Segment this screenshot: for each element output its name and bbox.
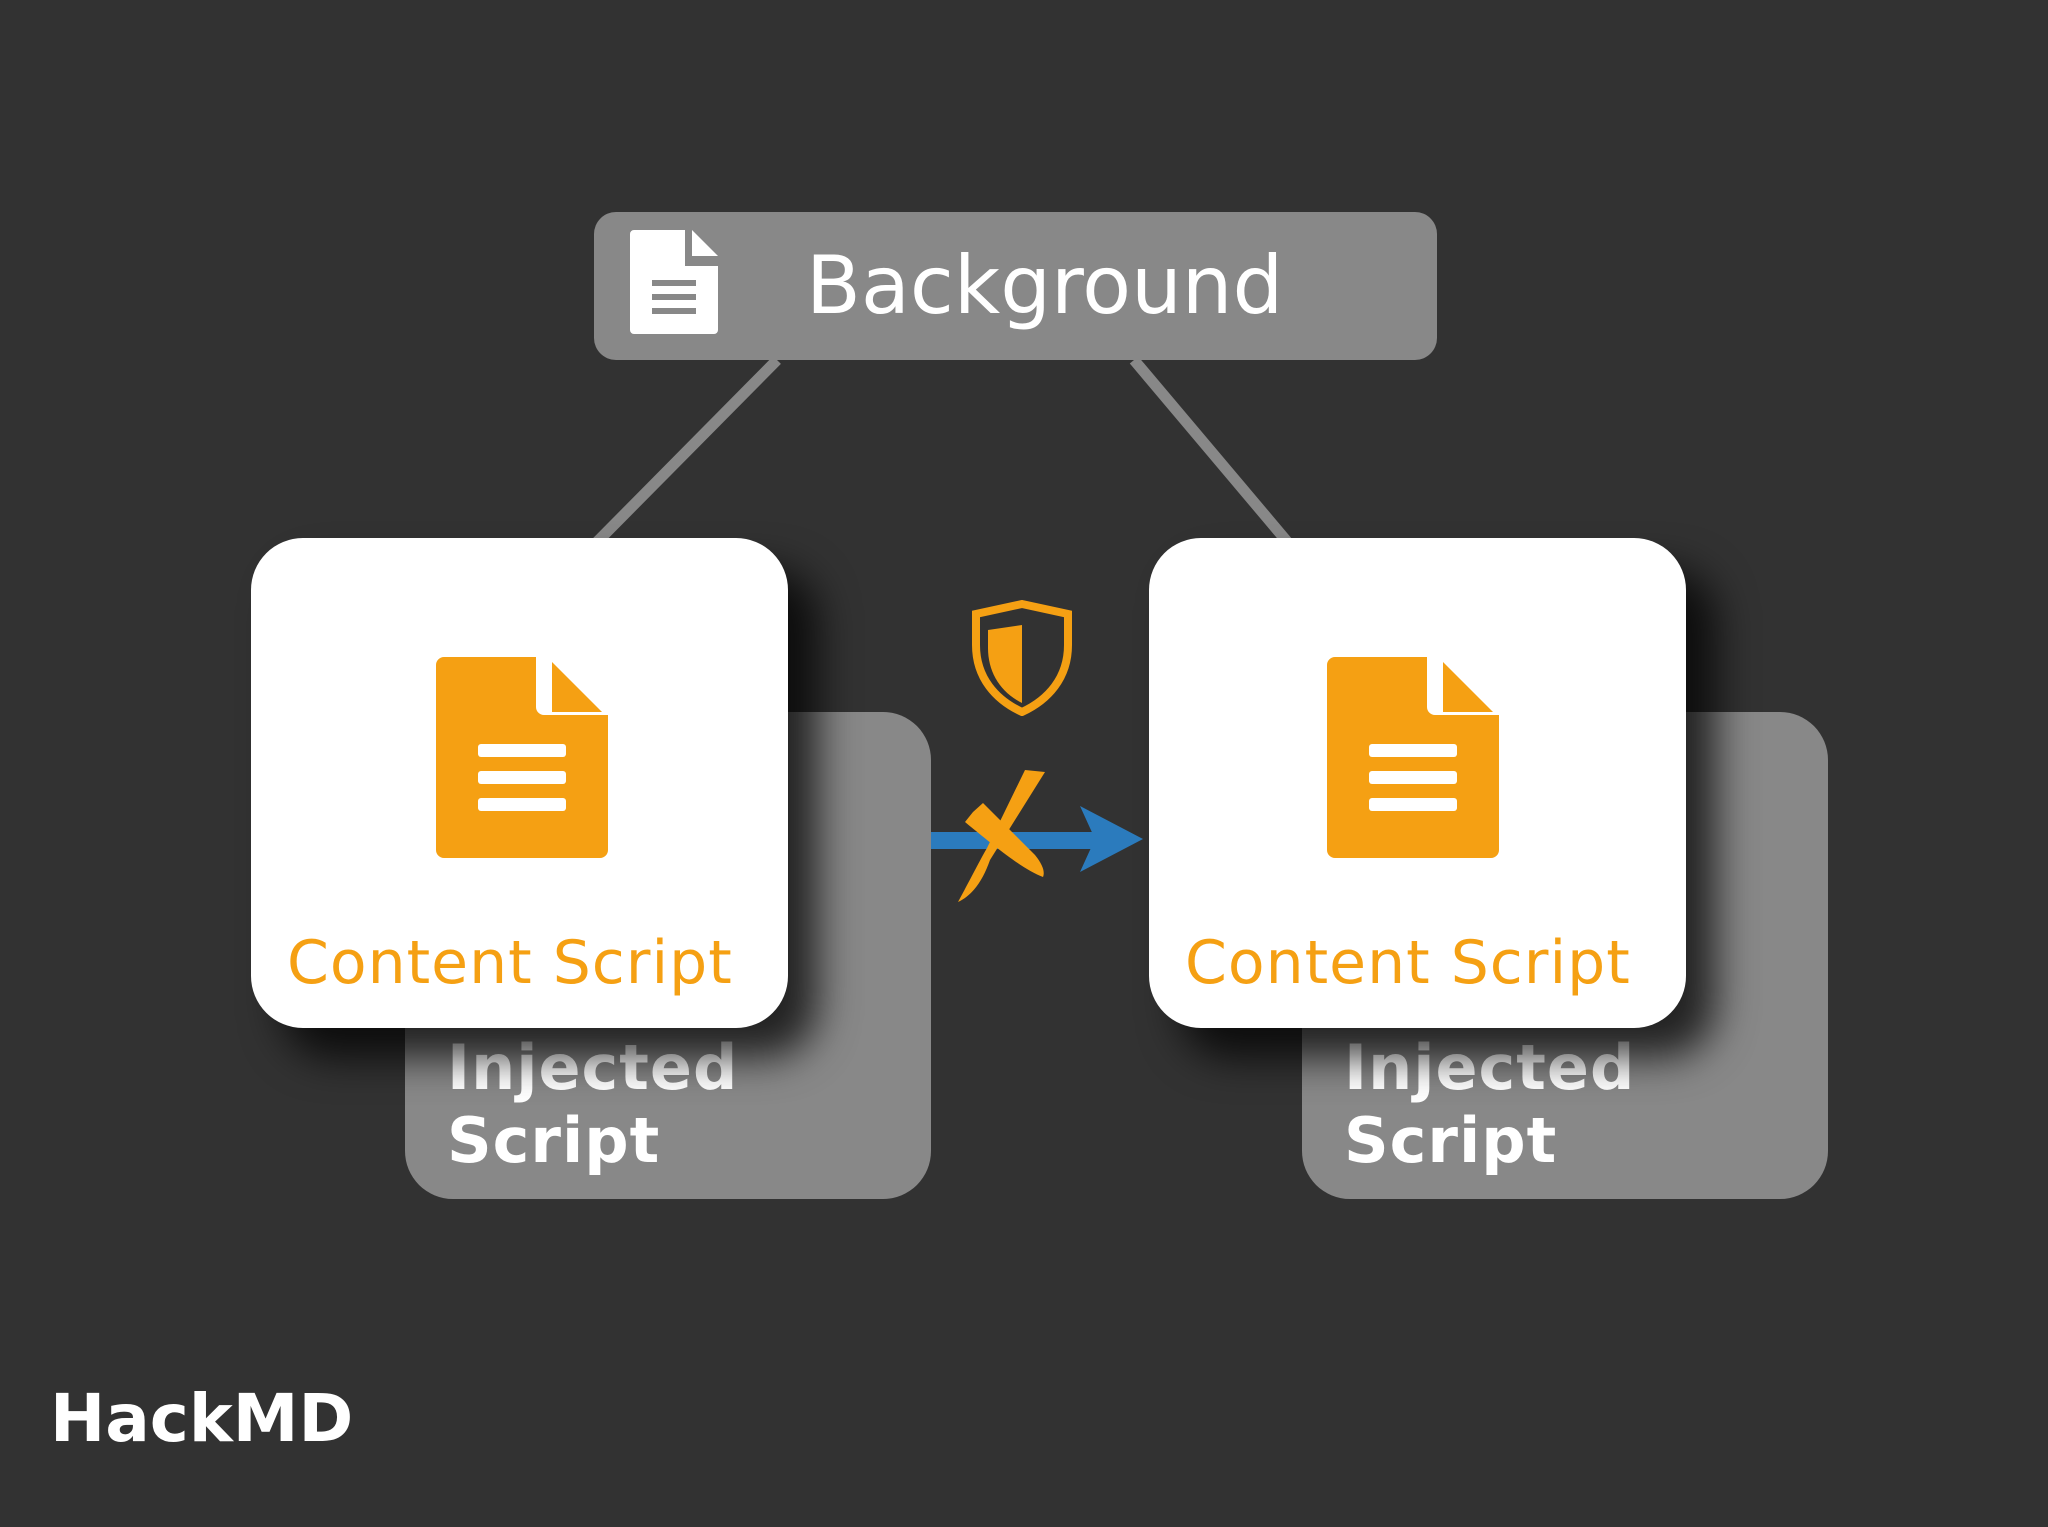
blocked-arrow (931, 770, 1143, 902)
document-icon (630, 230, 718, 334)
background-label: Background (806, 239, 1284, 332)
connector-left (590, 356, 781, 549)
content-label: Content Script (287, 928, 733, 998)
background-node (594, 212, 1437, 360)
document-icon (436, 657, 608, 858)
cross-icon (958, 770, 1045, 902)
hackmd-logo: HackMD (50, 1380, 354, 1457)
content-script-left: Content Script (251, 538, 788, 1028)
document-icon (1327, 657, 1499, 858)
content-label: Content Script (1185, 928, 1631, 998)
content-script-right: Content Script (1149, 538, 1686, 1028)
injected-label: Injected Script (447, 1031, 739, 1177)
connector-right (1129, 356, 1295, 549)
injected-label: Injected Script (1344, 1031, 1636, 1177)
shield-icon (972, 600, 1072, 716)
